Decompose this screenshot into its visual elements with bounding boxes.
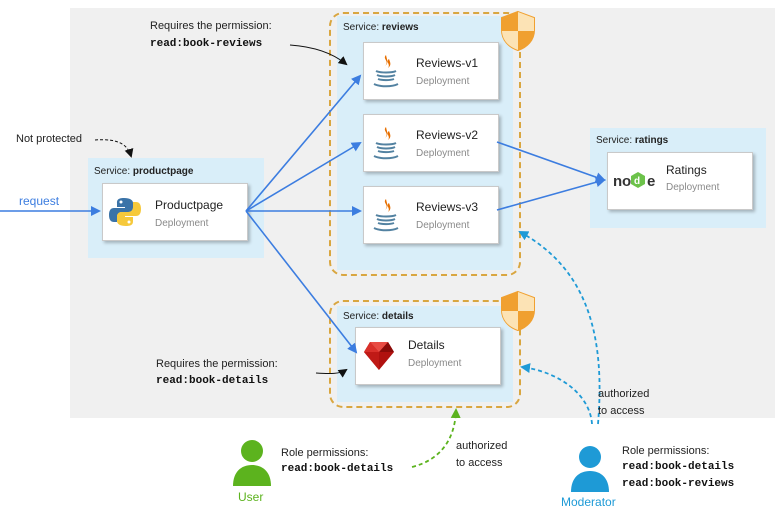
deployment-subtitle: Deployment [666,182,720,193]
java-icon [370,197,402,233]
edge-productpage-reviews-v1 [245,74,362,212]
deployment-title: Details [408,338,445,352]
deployment-title: Productpage [155,198,224,212]
deployment-title: Ratings [666,163,707,177]
deployment-subtitle: Deployment [155,218,209,229]
user-permissions-title: Role permissions: [281,447,369,459]
moderator-avatar-icon[interactable] [569,444,611,492]
user-access-arrow [411,408,461,468]
deployment-reviews-v3[interactable]: Reviews-v3 Deployment [363,186,499,244]
deployment-details[interactable]: Details Deployment [355,327,501,385]
details-protection-border [329,300,521,408]
edge-reviews-v2-ratings [496,141,606,183]
reviews-permission-label: Requires the permission: [150,20,272,32]
edge-productpage-details [245,210,358,354]
moderator-permission-item: read:book-reviews [622,478,735,490]
user-permission-item: read:book-details [281,463,394,475]
details-permission-pointer [315,368,348,378]
user-authorized-label: authorized [456,440,508,452]
service-ratings-label: Service: ratings [596,135,669,146]
reviews-protection-border [329,12,521,276]
request-label: request [19,194,60,208]
moderator-permission-item: read:book-details [622,461,735,473]
deployment-ratings[interactable]: n o d e Ratings Deployment [607,152,753,210]
deployment-subtitle: Deployment [416,220,470,231]
moderator-details-access-arrow [520,363,593,425]
shield-icon [500,290,536,332]
user-avatar-icon[interactable] [231,438,273,486]
python-icon [107,194,143,230]
ruby-icon [362,338,396,372]
moderator-authorized-label: authorized [598,388,650,400]
not-protected-pointer [94,139,134,158]
deployment-subtitle: Deployment [416,148,470,159]
java-icon [370,125,402,161]
reviews-permission-value: read:book-reviews [150,38,263,50]
shield-icon [500,10,536,52]
reviews-permission-pointer [289,44,348,66]
deployment-title: Reviews-v3 [416,200,479,214]
svg-text:n: n [613,173,622,190]
moderator-authorized-label-2: to access [598,405,645,417]
moderator-label: Moderator [561,495,616,509]
deployment-title: Reviews-v1 [416,56,479,70]
svg-text:e: e [647,173,655,190]
svg-text:d: d [634,176,640,187]
deployment-subtitle: Deployment [408,358,462,369]
deployment-productpage[interactable]: Productpage Deployment [102,183,248,241]
details-permission-value: read:book-details [156,375,269,387]
edge-productpage-reviews-v2 [245,141,362,212]
user-authorized-label-2: to access [456,457,503,469]
deployment-reviews-v1[interactable]: Reviews-v1 Deployment [363,42,499,100]
deployment-title: Reviews-v2 [416,128,479,142]
service-reviews-label: Service: reviews [343,22,419,33]
deployment-reviews-v2[interactable]: Reviews-v2 Deployment [363,114,499,172]
not-protected-label: Not protected [16,133,83,145]
service-productpage-label: Service: productpage [94,166,194,177]
svg-text:o: o [622,173,631,190]
java-icon [370,53,402,89]
moderator-permissions-title: Role permissions: [622,445,710,457]
node-icon: n o d e [612,169,662,193]
service-details-label: Service: details [343,311,414,322]
edge-reviews-v3-ratings [496,177,606,211]
details-permission-label: Requires the permission: [156,358,278,370]
moderator-reviews-access-arrow [518,231,601,425]
user-label: User [238,490,264,504]
deployment-subtitle: Deployment [416,76,470,87]
